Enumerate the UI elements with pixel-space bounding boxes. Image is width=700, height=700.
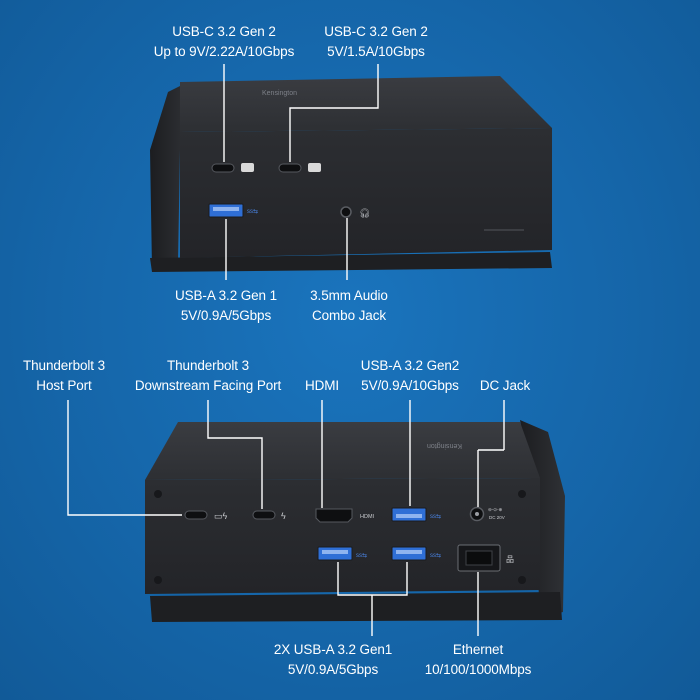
usb-c-port-left [211,163,235,173]
leader-usbc-right [289,64,379,162]
dock-top-face-rear [145,422,540,480]
svg-text:ss⇆: ss⇆ [356,552,367,559]
tb3-host-port [184,510,208,520]
svg-text:⊖-⊙-⊕: ⊖-⊙-⊕ [488,507,503,512]
label-usbc-front-right: USB-C 3.2 Gen 2 5V/1.5A/10Gbps [324,24,428,59]
usb-c-icon-left [241,163,254,172]
label-audio-jack: 3.5mm Audio Combo Jack [310,288,388,323]
label-usba-rear-pair: 2X USB-A 3.2 Gen1 5V/0.9A/5Gbps [273,642,393,677]
network-icon: 品 [506,555,514,564]
usb-c-port-right [278,163,302,173]
laptop-bolt-icon: ▭ϟ [214,511,228,521]
label-tb3-host: Thunderbolt 3 Host Port [22,358,106,393]
label-hdmi: HDMI [304,378,340,393]
stand-left [150,82,188,268]
ss-icon-front: ss⇆ [247,208,258,215]
dock-front-view: Kensington ss⇆ 🎧︎ [150,76,552,272]
leader-tb3-host [67,400,182,516]
base-plate-rear [150,592,562,622]
dock-rear-face [145,478,540,594]
audio-jack-port [340,206,352,218]
leader-lines [67,64,505,636]
label-ethernet: Ethernet 10/100/1000Mbps [424,642,532,677]
svg-text:ss⇆: ss⇆ [430,552,441,559]
label-tb3-downstream: Thunderbolt 3 Downstream Facing Port [134,358,282,393]
label-usbc-front-left: USB-C 3.2 Gen 2 Up to 9V/2.22A/10Gbps [153,24,295,59]
hdmi-port [315,508,353,523]
hdmi-marking: HDMI [360,514,375,520]
label-usba-front: USB-A 3.2 Gen 1 5V/0.9A/5Gbps [174,288,278,323]
dc-marking: DC 20V [489,515,505,520]
headset-icon: 🎧︎ [359,208,370,218]
usb-c-icon-right [308,163,321,172]
dock-rear-view: Kensington ▭ϟ ϟ HDMI ss⇆ ⊖-⊙-⊕ DC 20V [145,420,565,622]
label-dc-jack: DC Jack [479,378,531,393]
dock-front-face [180,128,552,258]
thunderbolt-icon: ϟ [281,511,286,521]
leader-tb3-downstream [207,400,263,509]
dock-top-face [180,76,552,132]
tb3-downstream-port [252,510,276,520]
label-usba-rear: USB-A 3.2 Gen2 5V/0.9A/10Gbps [360,358,460,393]
brand-logo-front: Kensington [262,90,297,97]
brand-logo-rear: Kensington [427,442,462,449]
base-plate-front [150,252,552,272]
svg-text:ss⇆: ss⇆ [430,513,441,520]
